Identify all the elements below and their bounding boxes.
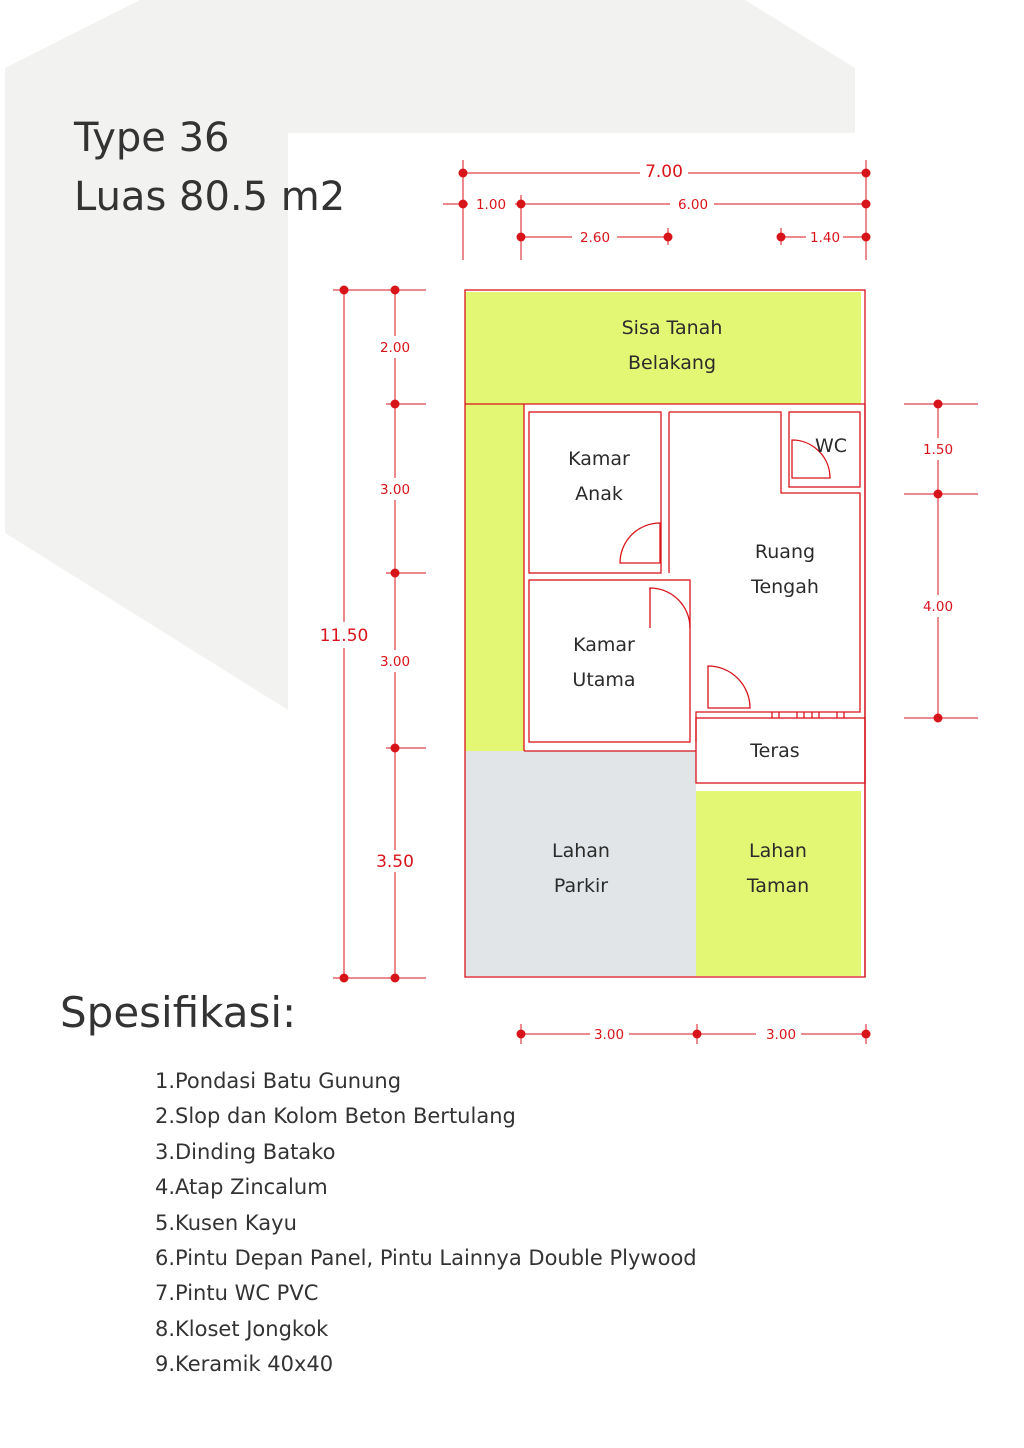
spec-item: 1.Pondasi Batu Gunung [155,1064,697,1099]
type-title: Type 36 [74,115,230,161]
room-label-ruang-tengah-2: Tengah [750,576,819,598]
spec-item-number: 6. [155,1245,176,1270]
dim-left-total: 11.50 [320,626,369,646]
spec-item-text: Slop dan Kolom Beton Bertulang [175,1104,516,1129]
doors [619,439,831,709]
spec-item-number: 1. [155,1069,176,1093]
room-label-sisa-tanah-1: Sisa Tanah [622,317,723,339]
room-label-sisa-tanah-2: Belakang [628,352,716,374]
room-label-lahan-parkir-2: Parkir [554,875,608,897]
spec-item-text: Kusen Kayu [175,1210,297,1235]
spec-item-text: Atap Zincalum [175,1175,328,1200]
spec-item-text: Kloset Jongkok [175,1316,329,1341]
lahan-parkir-area [465,751,696,976]
room-label-kamar-anak-1: Kamar [568,448,630,470]
spec-item-number: 8. [155,1316,176,1341]
room-label-lahan-taman-2: Taman [746,875,809,897]
dim-bottom-right: 3.00 [766,1027,796,1043]
spec-item-text: Keramik 40x40 [175,1352,334,1377]
room-label-kamar-anak-2: Anak [575,483,623,505]
spec-item-number: 5. [155,1210,176,1235]
spec-item-number: 7. [155,1281,176,1306]
spec-item: 6.Pintu Depan Panel, Pintu Lainnya Doubl… [155,1241,697,1276]
dim-left-3: 3.00 [380,654,410,670]
dim-left-1: 2.00 [380,340,410,356]
room-label-wc: WC [815,435,847,457]
spec-item: 4.Atap Zincalum [155,1170,697,1205]
spec-item-text: Dinding Batako [175,1139,336,1164]
room-label-teras: Teras [749,740,799,762]
lahan-taman-area [696,791,861,976]
sisa-tanah-area [465,292,861,404]
area-title: Luas 80.5 m2 [74,174,346,220]
dim-top-right: 6.00 [678,197,708,213]
spec-item-text: Pintu WC PVC [175,1281,319,1306]
dim-bottom-left: 3.00 [594,1027,624,1043]
room-label-lahan-taman-1: Lahan [749,840,807,862]
dim-left-2: 3.00 [380,482,410,498]
spec-title: Spesifikasi: [60,988,297,1037]
dimension-dots [339,168,943,1039]
dim-right-1: 1.50 [923,442,953,458]
room-label-lahan-parkir-1: Lahan [552,840,610,862]
dim-right-2: 4.00 [923,599,953,615]
side-garden-strip [465,404,524,751]
spec-item: 8.Kloset Jongkok [155,1312,697,1347]
room-label-ruang-tengah-1: Ruang [755,541,815,563]
spec-item: 2.Slop dan Kolom Beton Bertulang [155,1099,697,1134]
room-label-kamar-utama-1: Kamar [573,634,635,656]
spec-list: 1.Pondasi Batu Gunung 2.Slop dan Kolom B… [155,1064,697,1383]
walls [465,403,866,977]
spec-item-number: 4. [155,1175,176,1200]
spec-item-text: Pondasi Batu Gunung [175,1069,402,1093]
spec-item: 7.Pintu WC PVC [155,1276,697,1311]
spec-item-text: Pintu Depan Panel, Pintu Lainnya Double … [175,1245,697,1270]
spec-item: 9.Keramik 40x40 [155,1347,697,1382]
room-label-kamar-utama-2: Utama [572,669,635,691]
dim-top-left: 1.00 [476,197,506,213]
dim-top-sub-left: 2.60 [580,230,610,246]
spec-item: 3.Dinding Batako [155,1135,697,1170]
spec-item-number: 9. [155,1352,176,1377]
spec-item: 5.Kusen Kayu [155,1206,697,1241]
spec-item-number: 3. [155,1139,176,1164]
dim-top-total: 7.00 [645,162,683,182]
dim-left-4: 3.50 [376,852,414,872]
spec-item-number: 2. [155,1104,176,1129]
dim-top-sub-right: 1.40 [810,230,840,246]
